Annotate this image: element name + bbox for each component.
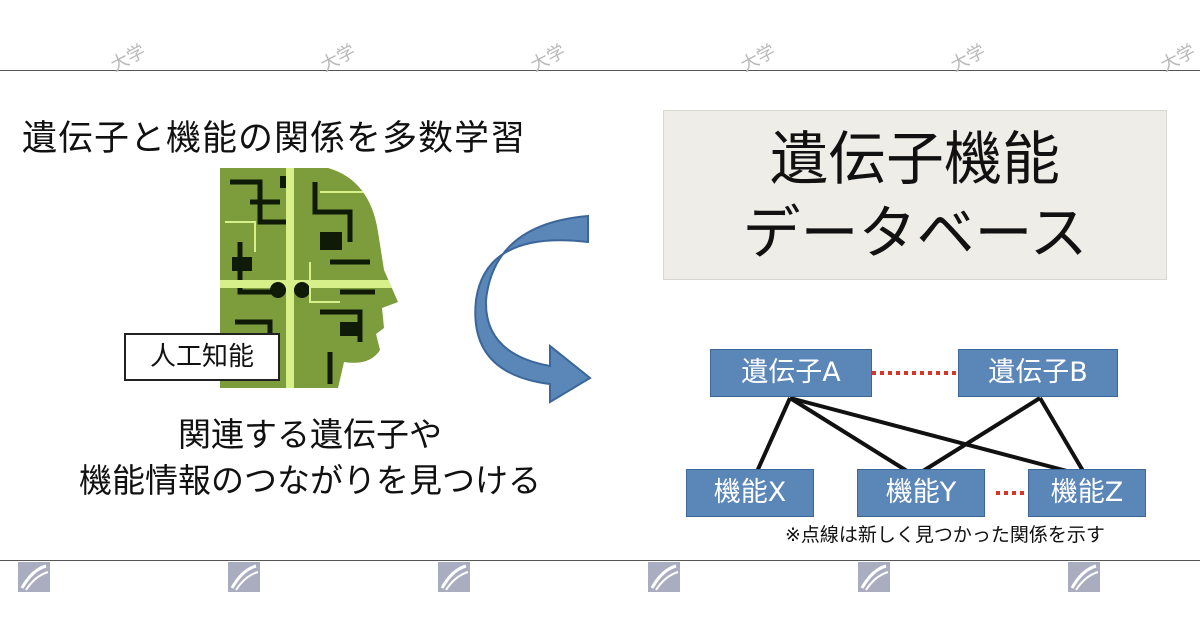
watermark-logo-icon [858, 562, 890, 592]
watermark-text: 大学 [317, 40, 360, 77]
link-gene-b-func-z [1038, 396, 1088, 478]
watermark-text: 大学 [947, 40, 990, 77]
top-divider [0, 70, 1200, 71]
node-gene-a: 遺伝子A [710, 349, 872, 397]
dotted-line-note: ※点線は新しく見つかった関係を示す [785, 524, 1105, 546]
watermark-logo-icon [648, 562, 680, 592]
db-title-line: データベース [742, 199, 1088, 267]
bottom-divider [0, 560, 1200, 561]
watermark-text: 大学 [1157, 40, 1200, 77]
watermark-text: 大学 [527, 40, 570, 77]
watermark-logo-icon [228, 562, 260, 592]
gene-function-database: 遺伝子機能 データベース [663, 110, 1167, 280]
db-title-line: 遺伝子機能 [769, 125, 1060, 193]
watermark-logo-icon [438, 562, 470, 592]
node-func-z: 機能Z [1028, 469, 1146, 517]
finding-caption: 関連する遺伝子や 機能情報のつながりを見つける [0, 412, 620, 504]
link-gene-a-func-z [789, 396, 1087, 478]
watermark-text: 大学 [107, 40, 150, 77]
ai-label: 人工知能 [124, 333, 280, 381]
link-gene-a-func-y [788, 396, 917, 478]
network-links [753, 371, 1088, 495]
watermark-text: 大学 [737, 40, 780, 77]
watermark-logo-icon [1068, 562, 1100, 592]
link-gene-a-func-x [753, 397, 792, 477]
link-gene-b-func-y [913, 396, 1042, 478]
learning-heading: 遺伝子と機能の関係を多数学習 [22, 119, 527, 159]
caption-line: 関連する遺伝子や [178, 415, 442, 454]
watermark-logo-icon [18, 562, 50, 592]
node-func-y: 機能Y [857, 469, 985, 517]
curved-arrow-icon [474, 214, 592, 404]
node-gene-b: 遺伝子B [958, 349, 1118, 397]
caption-line: 機能情報のつながりを見つける [79, 461, 541, 500]
node-func-x: 機能X [686, 469, 814, 517]
